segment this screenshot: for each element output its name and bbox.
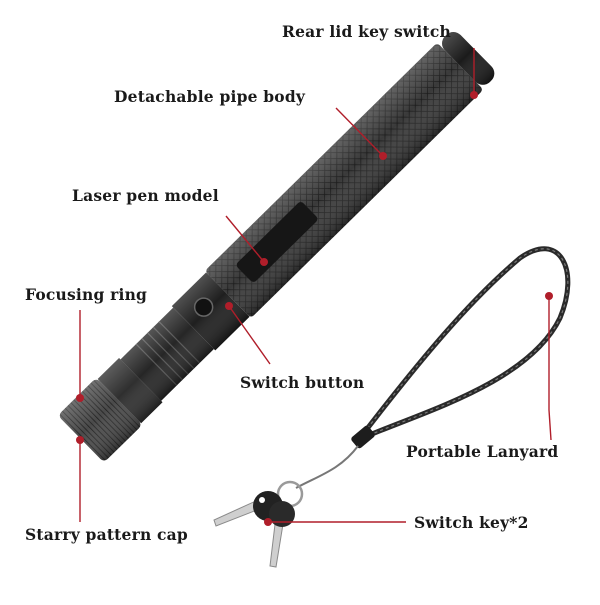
label-laser-pen-model: Laser pen model — [72, 186, 219, 205]
label-focusing-ring: Focusing ring — [25, 285, 148, 304]
label-rear-lid-key-switch: Rear lid key switch — [282, 22, 451, 41]
label-starry-pattern-cap: Starry pattern cap — [25, 525, 188, 544]
portable-lanyard — [276, 246, 571, 508]
callout-dots — [76, 91, 553, 526]
label-switch-button: Switch button — [240, 373, 365, 392]
label-switch-key: Switch key*2 — [414, 513, 529, 532]
callout-lines — [79, 48, 552, 523]
label-detachable-pipe-body: Detachable pipe body — [114, 87, 306, 106]
switch-button-shape — [193, 297, 214, 317]
switch-keys — [213, 491, 295, 568]
label-portable-lanyard: Portable Lanyard — [406, 442, 559, 461]
laser-pen — [59, 32, 495, 461]
laser-pen-model-window — [236, 202, 318, 282]
